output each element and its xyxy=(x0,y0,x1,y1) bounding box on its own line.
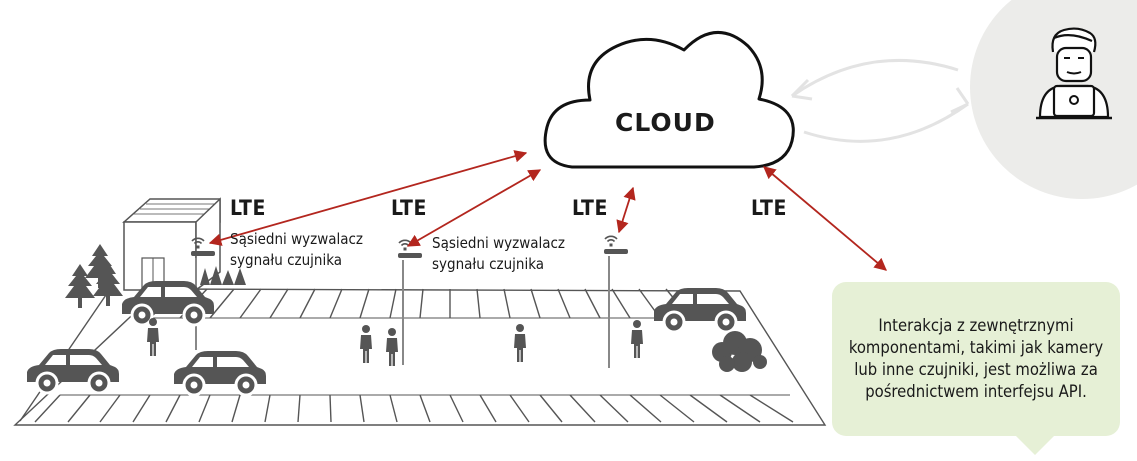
relay-label-1: Sąsiedni wyzwalacz sygnału czujnika xyxy=(230,230,364,269)
api-note-text: Interakcja z zewnętrznymi komponentami, … xyxy=(848,316,1104,401)
cloud-to-user-arrow xyxy=(791,58,959,98)
lte-label-2: LTE xyxy=(391,196,427,220)
lte-label-3: LTE xyxy=(572,196,608,220)
user-laptop-icon xyxy=(1036,27,1112,120)
cloud-icon xyxy=(543,30,795,169)
relay-label-2: Sąsiedni wyzwalacz sygnału czujnika xyxy=(432,234,566,273)
speech-bubble-tail xyxy=(1010,430,1060,455)
api-note-bubble: Interakcja z zewnętrznymi komponentami, … xyxy=(832,282,1120,436)
street-light-icon xyxy=(191,249,628,368)
bush-icon xyxy=(712,331,767,372)
lte-label-1: LTE xyxy=(230,196,266,220)
lte-label-4: LTE xyxy=(751,196,787,220)
lte-arrow-light-2 xyxy=(406,169,542,247)
lte-arrow-api xyxy=(763,166,887,271)
user-to-cloud-arrow xyxy=(803,102,969,143)
cloud-label: CLOUD xyxy=(615,108,716,137)
lte-arrow-building xyxy=(208,150,528,246)
bush-icon xyxy=(200,266,246,285)
tree-icon xyxy=(65,244,123,308)
lte-arrows xyxy=(208,150,887,271)
lte-arrow-light-3 xyxy=(616,186,636,234)
